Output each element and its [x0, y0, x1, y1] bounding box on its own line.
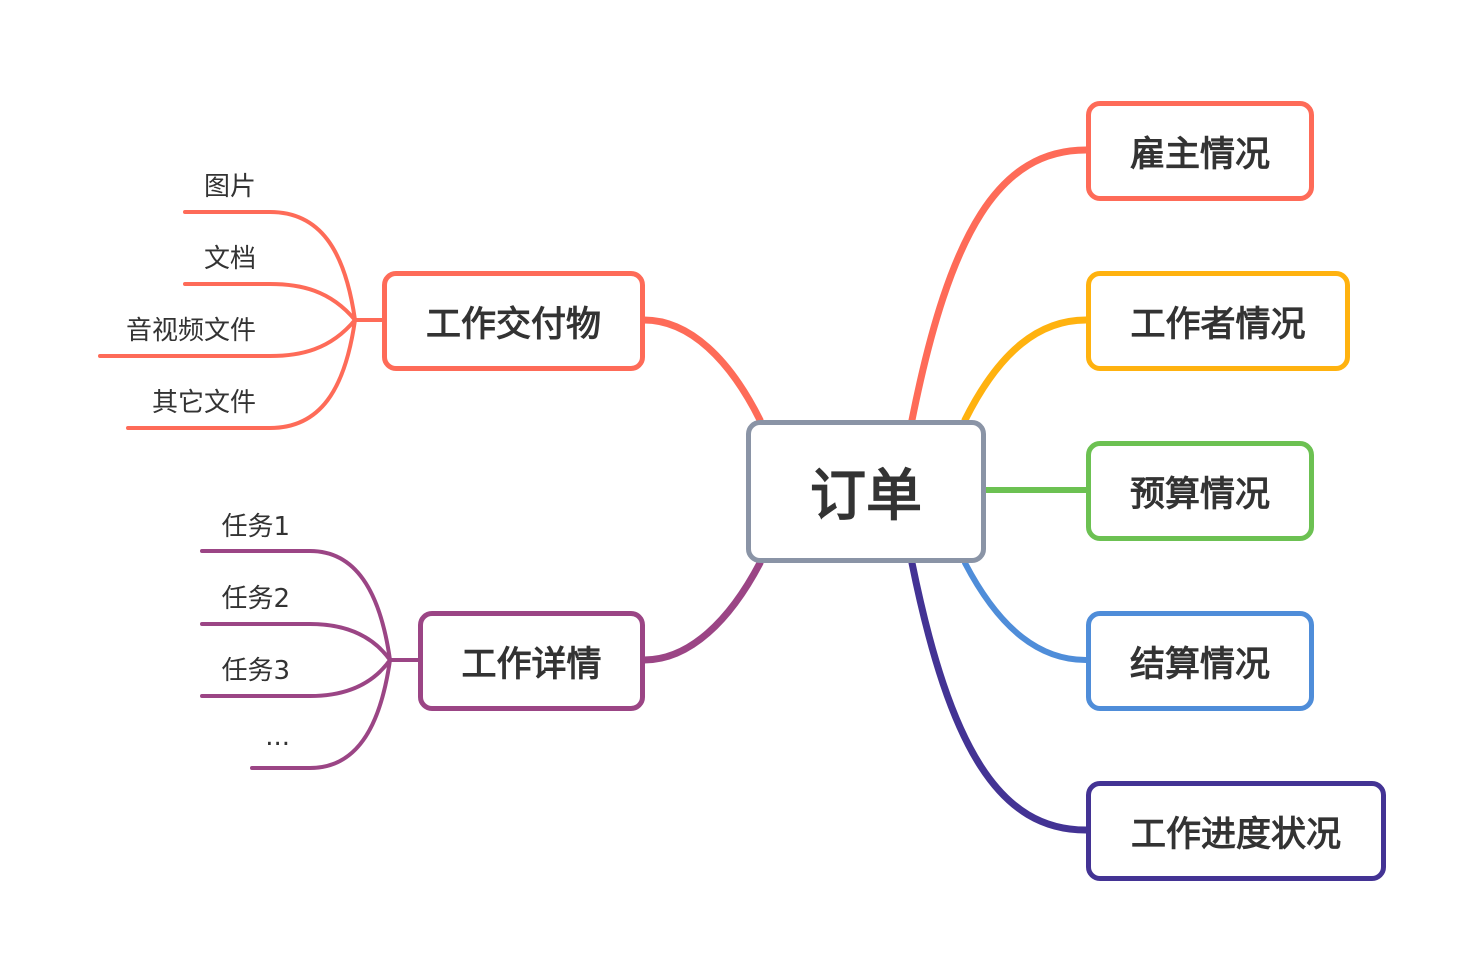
- root-node[interactable]: 订单: [746, 420, 986, 563]
- link-deliverables: [640, 316, 764, 424]
- leaf-audio-video[interactable]: 音视频文件: [125, 316, 256, 346]
- node-details[interactable]: 工作详情: [418, 611, 645, 711]
- link-leaf-task2: [200, 622, 392, 662]
- node-label: 工作进度状况: [1130, 814, 1341, 855]
- node-label: 预算情况: [1129, 474, 1270, 515]
- link-leaf-other: [126, 318, 357, 430]
- link-leaf-task3: [200, 658, 392, 698]
- leaf-images[interactable]: 图片: [203, 172, 256, 202]
- node-label: 结算情况: [1129, 644, 1270, 685]
- leaf-documents[interactable]: 文档: [203, 244, 256, 274]
- link-progress: [908, 559, 1090, 834]
- link-worker: [961, 316, 1090, 424]
- link-details: [640, 559, 764, 664]
- link-leaf-task1: [200, 549, 392, 662]
- node-budget[interactable]: 预算情况: [1086, 441, 1314, 541]
- leaf-task-2[interactable]: 任务2: [221, 584, 290, 614]
- link-leaf-docs: [183, 282, 357, 322]
- leaf-task-3[interactable]: 任务3: [221, 656, 290, 686]
- link-settlement: [962, 560, 1089, 663]
- node-label: 雇主情况: [1129, 134, 1270, 175]
- node-deliverables[interactable]: 工作交付物: [382, 271, 645, 371]
- leaf-more-tasks[interactable]: ...: [265, 722, 290, 752]
- node-settlement[interactable]: 结算情况: [1086, 611, 1314, 711]
- root-label: 订单: [810, 464, 922, 529]
- link-leaf-more: [250, 658, 392, 770]
- link-leaf-images: [183, 210, 357, 322]
- leaf-other-files[interactable]: 其它文件: [151, 388, 256, 418]
- link-employer: [908, 146, 1090, 424]
- node-employer[interactable]: 雇主情况: [1086, 101, 1314, 201]
- node-label: 工作者情况: [1130, 304, 1306, 345]
- leaf-task-1[interactable]: 任务1: [221, 512, 290, 542]
- node-progress[interactable]: 工作进度状况: [1086, 781, 1386, 881]
- link-leaf-av: [98, 318, 357, 358]
- node-label: 工作详情: [461, 644, 602, 685]
- node-label: 工作交付物: [425, 304, 601, 345]
- node-worker[interactable]: 工作者情况: [1086, 271, 1350, 371]
